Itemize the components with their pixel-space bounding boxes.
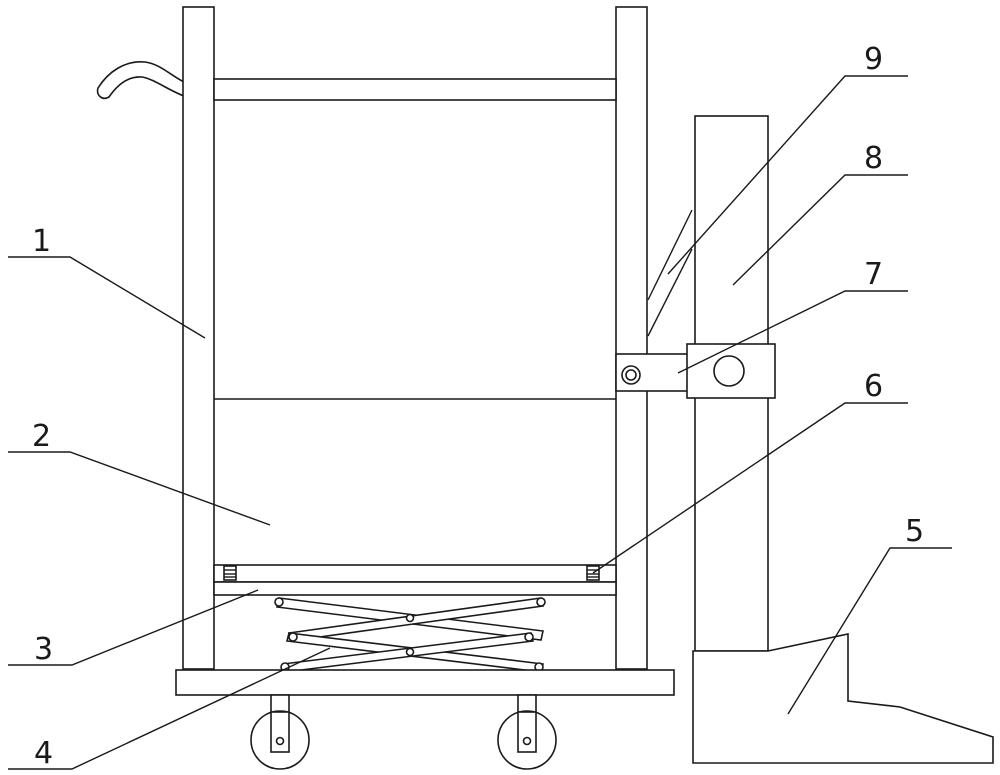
base-block bbox=[692, 633, 994, 764]
leader-1 bbox=[8, 256, 206, 339]
top-crossbar bbox=[213, 78, 617, 101]
leader-7 bbox=[677, 290, 908, 374]
leader-3 bbox=[8, 589, 259, 666]
slanted-rod-b bbox=[647, 248, 693, 337]
label-3: 3 bbox=[34, 632, 53, 667]
label-7: 7 bbox=[864, 257, 883, 292]
label-2: 2 bbox=[32, 419, 51, 454]
leader-6 bbox=[592, 402, 908, 574]
slanted-rod-a bbox=[647, 209, 693, 301]
wheel-left bbox=[250, 694, 310, 770]
leader-5 bbox=[787, 547, 952, 715]
label-6: 6 bbox=[864, 369, 883, 404]
base-board bbox=[175, 669, 675, 696]
label-5: 5 bbox=[905, 514, 924, 549]
label-4: 4 bbox=[34, 736, 53, 771]
bracket-bolt-inner bbox=[625, 369, 637, 381]
platform-lower-board bbox=[213, 581, 617, 596]
handle-hook bbox=[96, 61, 185, 100]
spring-left bbox=[223, 565, 237, 581]
leader-8 bbox=[732, 174, 908, 286]
leader-2 bbox=[8, 451, 271, 526]
scissor-lift bbox=[274, 597, 546, 673]
clamp-hole bbox=[713, 355, 745, 387]
left-post bbox=[182, 6, 215, 670]
leader-4 bbox=[8, 647, 331, 770]
wheel-right bbox=[497, 694, 557, 770]
platform-upper-board bbox=[213, 564, 617, 583]
leader-9 bbox=[667, 75, 908, 275]
label-9: 9 bbox=[864, 42, 883, 77]
right-post bbox=[615, 6, 648, 670]
label-1: 1 bbox=[32, 224, 51, 259]
label-8: 8 bbox=[864, 141, 883, 176]
